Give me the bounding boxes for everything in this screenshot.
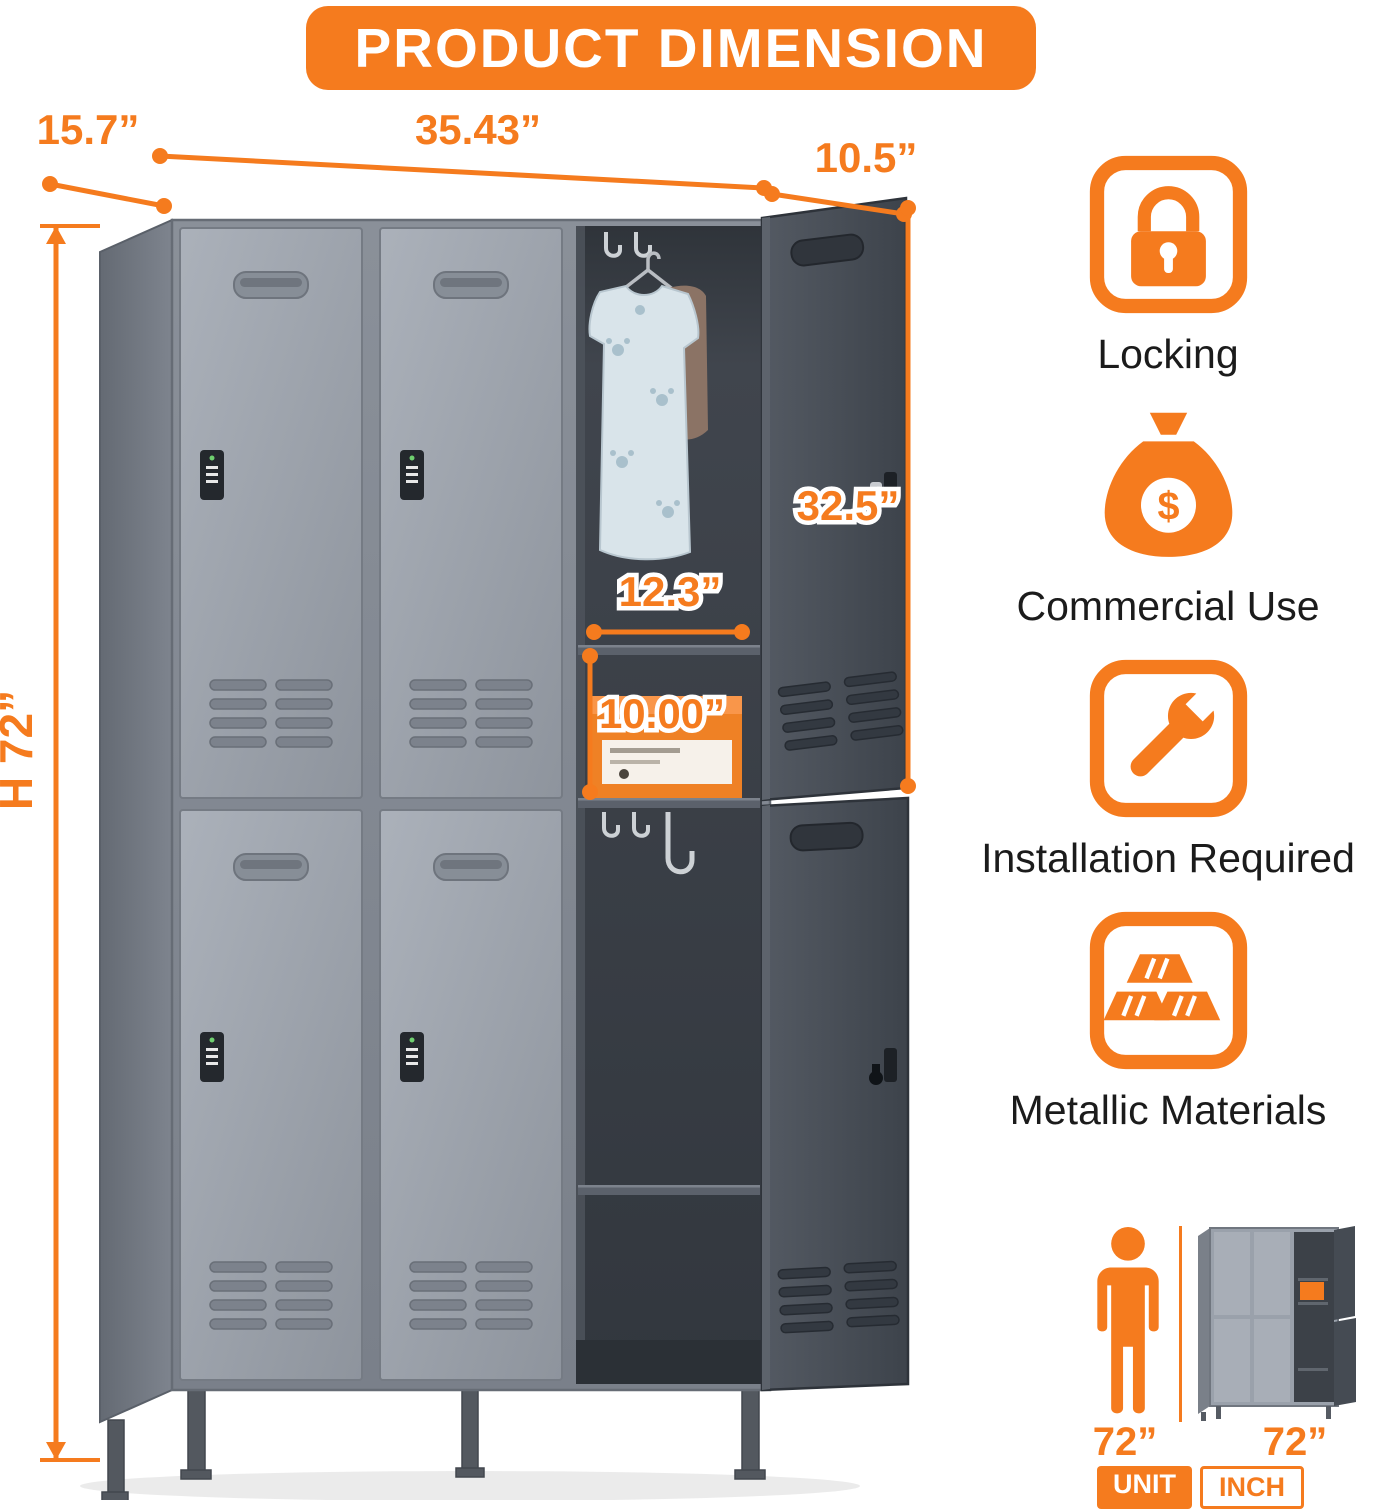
floor-shadow [80, 1471, 860, 1500]
svg-text:H 72”: H 72” [0, 690, 42, 810]
locker-legs [101, 1389, 766, 1500]
feature-installation-required: Installation Required [940, 656, 1396, 882]
dimension-compartment-width: 12.3” [586, 564, 750, 640]
svg-text:10.00”: 10.00” [599, 690, 725, 737]
feature-label-locking: Locking [1097, 331, 1239, 377]
gold-ingots-icon [1089, 911, 1247, 1070]
svg-text:32.5”: 32.5” [797, 482, 900, 529]
scale-reference: 72” 72” UNIT INCH [1075, 1212, 1390, 1509]
inch-badge: INCH [1200, 1466, 1304, 1509]
feature-label-commercial-use: Commercial Use [1016, 583, 1320, 629]
feature-list: Locking $ Commercial Use Installation Re… [940, 0, 1396, 1160]
open-door-lower [760, 796, 910, 1392]
unit-badge: UNIT [1097, 1466, 1192, 1509]
feature-metallic-materials: Metallic Materials [940, 908, 1396, 1134]
dimension-open-door-height: 32.5” [792, 200, 916, 794]
person-icon [1097, 1226, 1159, 1414]
open-compartment-interior [576, 226, 762, 1384]
dimension-width: 35.43” [152, 102, 772, 196]
page-title: PRODUCT DIMENSION [306, 6, 1036, 90]
svg-text:15.7”: 15.7” [37, 106, 140, 153]
height-reference-line [1179, 1226, 1182, 1422]
feature-label-installation-required: Installation Required [981, 835, 1355, 881]
shoe-box [592, 696, 742, 798]
locker-illustration: 15.7” 35.43” 10.5” 32.5” 12.3” 10.00” [0, 102, 922, 1500]
wrench-icon [1089, 659, 1247, 818]
svg-text:12.3”: 12.3” [619, 568, 722, 615]
money-bag-icon: $ [1104, 412, 1232, 557]
open-door-upper [760, 196, 908, 802]
dollar-symbol: $ [1157, 485, 1179, 529]
svg-text:10.5”: 10.5” [815, 134, 918, 181]
feature-commercial-use: $ Commercial Use [940, 404, 1396, 630]
hanging-clothes [588, 251, 708, 561]
dimension-overall-height: H 72” [0, 224, 100, 1462]
svg-text:35.43”: 35.43” [415, 106, 541, 153]
dimension-open-door-width: 10.5” [764, 130, 922, 222]
closed-door-top-middle [380, 228, 562, 798]
dimension-depth: 15.7” [32, 102, 172, 214]
closed-door-bottom-left [180, 810, 362, 1380]
locker-height-value: 72” [1262, 1420, 1328, 1464]
feature-locking: Locking [940, 152, 1396, 378]
locker-side-panel [99, 218, 173, 1424]
feature-label-metallic-materials: Metallic Materials [1009, 1087, 1327, 1133]
person-height-value: 72” [1092, 1420, 1158, 1464]
closed-door-top-left [180, 228, 362, 798]
lock-icon [1089, 155, 1247, 314]
unit-badges: UNIT INCH [1097, 1466, 1304, 1509]
dimension-cubby-height: 10.00” [582, 648, 730, 800]
closed-door-bottom-middle [380, 810, 562, 1380]
mini-locker-icon [1198, 1226, 1356, 1421]
